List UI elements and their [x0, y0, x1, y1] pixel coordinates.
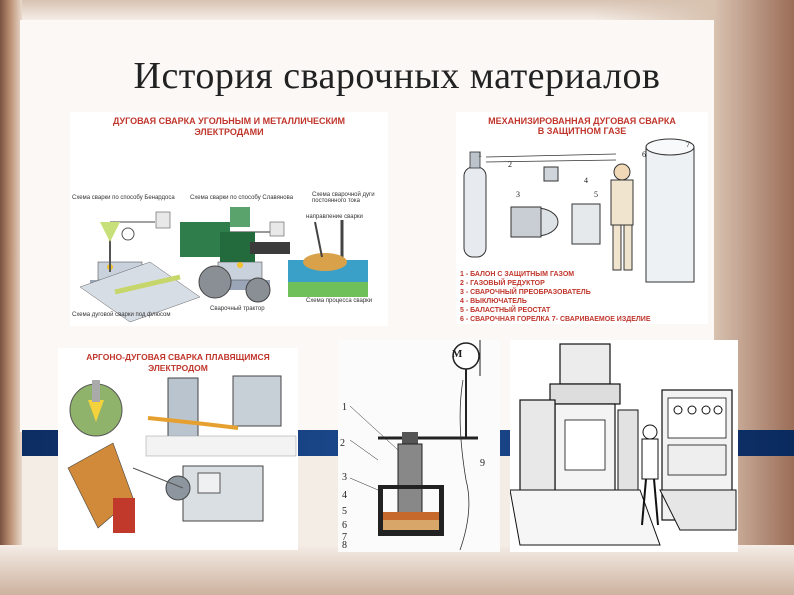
panel-arc-welding: ДУГОВАЯ СВАРКА УГОЛЬНЫМ И МЕТАЛЛИЧЕСКИМ … [70, 112, 388, 326]
panel-arc-title-line2: ЭЛЕКТРОДАМИ [194, 127, 264, 137]
mech-number-4: 4 [584, 176, 588, 185]
electroslag-illustration [349, 340, 481, 551]
scheme-number-6: 6 [342, 520, 347, 531]
submerged-arc-illustration [79, 207, 368, 323]
scheme-number-1: 1 [342, 402, 347, 413]
panel-argon-welding: АРГОНО-ДУГОВАЯ СВАРКА ПЛАВЯЩИМСЯ ЭЛЕКТРО… [58, 348, 298, 550]
mech-legend-item: 6 - СВАРОЧНАЯ ГОРЕЛКА 7- СВАРИВАЕМОЕ ИЗД… [460, 316, 651, 323]
panel-mech-title-line1: МЕХАНИЗИРОВАННАЯ ДУГОВАЯ СВАРКА [488, 116, 676, 126]
caption-benardos: Схема сварки по способу Бенардоса [72, 195, 175, 201]
mech-legend: 1 - БАЛОН С ЗАЩИТНЫМ ГАЗОМ 2 - ГАЗОВЫЙ Р… [460, 270, 651, 324]
panel-welding-installation [510, 340, 738, 552]
argon-welding-illustration [67, 375, 297, 533]
slide-title: История сварочных материалов [133, 55, 661, 97]
welding-installation-illustration [510, 343, 737, 546]
mech-number-1: 1 [478, 150, 482, 159]
background-left-edge [0, 0, 22, 595]
scheme-number-9: 9 [480, 458, 485, 469]
panel-mech-title-line2: В ЗАЩИТНОМ ГАЗЕ [537, 126, 627, 136]
background-bottom [0, 545, 794, 595]
mechanized-welding-illustration [463, 138, 695, 283]
scheme-number-2: 2 [340, 438, 345, 449]
scheme-number-8: 8 [342, 540, 347, 551]
panel-electroslag-scheme: М 1 2 3 4 5 6 7 8 9 [338, 340, 500, 552]
mech-number-6: 6 [642, 150, 646, 159]
mech-legend-item: 3 - СВАРОЧНЫЙ ПРЕОБРАЗОВАТЕЛЬ [460, 289, 591, 296]
mech-legend-item: 4 - ВЫКЛЮЧАТЕЛЬ [460, 298, 527, 305]
mech-number-7: 7 [686, 140, 690, 149]
panel-argon-title: АРГОНО-ДУГОВАЯ СВАРКА ПЛАВЯЩИМСЯ ЭЛЕКТРО… [86, 352, 270, 373]
mech-legend-item: 5 - БАЛАСТНЫЙ РЕОСТАТ [460, 307, 551, 314]
motor-label: М [452, 348, 463, 360]
mech-number-3: 3 [516, 190, 520, 199]
mech-legend-item: 2 - ГАЗОВЫЙ РЕДУКТОР [460, 280, 545, 287]
mech-number-2: 2 [508, 160, 512, 169]
caption-welding-direction: направление сварки [306, 214, 363, 220]
scheme-number-5: 5 [342, 506, 347, 517]
panel-mechanized-welding: МЕХАНИЗИРОВАННАЯ ДУГОВАЯ СВАРКА В ЗАЩИТН… [456, 112, 708, 324]
scheme-number-3: 3 [342, 472, 347, 483]
scheme-number-7: 7 [342, 532, 347, 543]
caption-arc-dc: Схема сварочной дуги постоянного тока [312, 192, 375, 204]
panel-arc-title-line1: ДУГОВАЯ СВАРКА УГОЛЬНЫМ И МЕТАЛЛИЧЕСКИМ [112, 116, 345, 126]
caption-submerged-arc: Схема дуговой сварки под флюсом [72, 312, 171, 318]
caption-process-scheme: Схема процесса сварки [306, 298, 373, 304]
caption-slavyanov: Схема сварки по способу Славянова [190, 195, 294, 201]
scheme-number-4: 4 [342, 490, 347, 501]
caption-welding-tractor: Сварочный трактор [210, 306, 265, 312]
mech-number-5: 5 [594, 190, 598, 199]
mech-legend-item: 1 - БАЛОН С ЗАЩИТНЫМ ГАЗОМ [460, 271, 575, 278]
